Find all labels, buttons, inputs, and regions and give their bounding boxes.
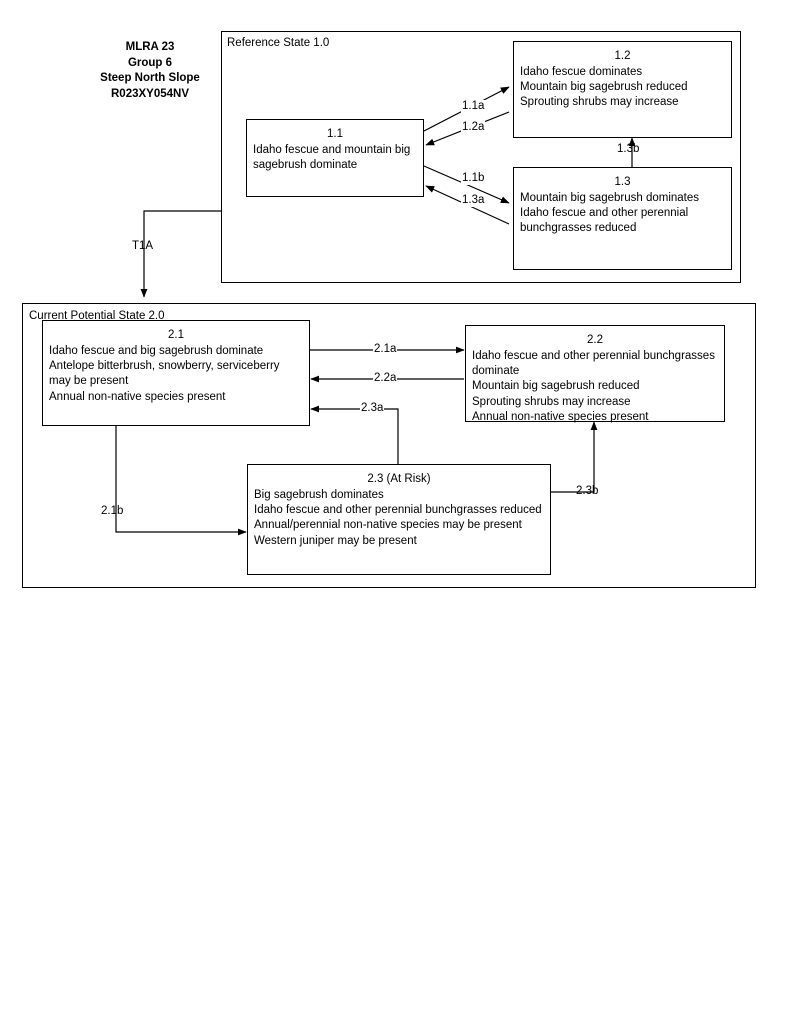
- title-line-2: Group 6: [127, 56, 173, 69]
- transition-label-t1a: T1A: [132, 240, 154, 252]
- phase-2-1-line-4: Annual non-native species present: [49, 390, 226, 403]
- title-line-1: MLRA 23: [125, 41, 175, 53]
- transition-label-2-1b: 2.1b: [101, 505, 124, 517]
- transition-label-1-1b: 1.1b: [461, 172, 486, 185]
- state-container-current-potential: [22, 303, 756, 588]
- phase-1-1-line-2: sagebrush dominate: [253, 159, 358, 172]
- phase-2-3-line-4: Western juniper may be present: [254, 534, 417, 547]
- transition-label-1-1a: 1.1a: [461, 100, 486, 113]
- transition-label-2-2a: 2.2a: [373, 372, 398, 385]
- transition-label-1-2a: 1.2a: [461, 121, 486, 134]
- phase-2-2-line-2: dominate: [472, 365, 520, 378]
- diagram-title-block: MLRA 23 Group 6 Steep North Slope R023XY…: [40, 40, 260, 102]
- phase-1-3-box[interactable]: 1.3 Mountain big sagebrush dominates Ida…: [513, 167, 732, 270]
- phase-1-2-id: 1.2: [614, 50, 631, 62]
- phase-2-2-line-1: Idaho fescue and other perennial bunchgr…: [472, 350, 715, 362]
- title-line-4: R023XY054NV: [111, 87, 189, 100]
- phase-2-1-box[interactable]: 2.1 Idaho fescue and big sagebrush domin…: [42, 320, 310, 426]
- phase-2-2-line-5: Annual non-native species present: [472, 410, 649, 423]
- phase-2-2-line-3: Mountain big sagebrush reduced: [472, 380, 640, 393]
- phase-1-2-line-1: Idaho fescue dominates: [520, 66, 643, 78]
- state-label-reference: Reference State 1.0: [227, 37, 330, 49]
- phase-1-1-id: 1.1: [327, 128, 343, 140]
- arrow-t1a: [140, 210, 222, 298]
- phase-1-3-line-1: Mountain big sagebrush dominates: [520, 192, 700, 204]
- phase-1-2-box[interactable]: 1.2 Idaho fescue dominates Mountain big …: [513, 41, 732, 138]
- transition-label-2-3b: 2.3b: [576, 485, 599, 497]
- phase-2-3-line-3: Annual/perennial non-native species may …: [254, 519, 522, 532]
- state-label-current-potential: Current Potential State 2.0: [29, 310, 165, 322]
- phase-2-1-line-1: Idaho fescue and big sagebrush dominate: [49, 345, 264, 357]
- phase-2-3-line-1: Big sagebrush dominates: [254, 489, 384, 501]
- phase-2-2-id: 2.2: [587, 334, 603, 346]
- phase-1-3-line-2: Idaho fescue and other perennial: [520, 207, 689, 220]
- phase-2-2-line-4: Sprouting shrubs may increase: [472, 395, 631, 408]
- transition-label-2-3a: 2.3a: [360, 402, 385, 415]
- phase-1-1-box[interactable]: 1.1 Idaho fescue and mountain big sagebr…: [246, 119, 424, 197]
- phase-2-3-line-2: Idaho fescue and other perennial bunchgr…: [254, 504, 542, 517]
- phase-2-1-line-2: Antelope bitterbrush, snowberry, service…: [49, 360, 280, 373]
- phase-1-3-line-3: bunchgrasses reduced: [520, 222, 637, 235]
- title-line-3: Steep North Slope: [100, 72, 200, 84]
- phase-2-1-line-3: may be present: [49, 375, 129, 388]
- phase-2-3-box[interactable]: 2.3 (At Risk) Big sagebrush dominates Id…: [247, 464, 551, 575]
- transition-label-2-1a: 2.1a: [373, 343, 398, 356]
- transition-label-1-3b: 1.3b: [617, 143, 640, 155]
- phase-1-1-line-1: Idaho fescue and mountain big: [253, 144, 411, 156]
- phase-1-2-line-2: Mountain big sagebrush reduced: [520, 81, 688, 94]
- state-container-reference: [221, 31, 741, 283]
- transition-label-1-3a: 1.3a: [461, 194, 486, 207]
- phase-2-3-id: 2.3 (At Risk): [367, 473, 431, 485]
- phase-2-2-box[interactable]: 2.2 Idaho fescue and other perennial bun…: [465, 325, 725, 423]
- phase-2-1-id: 2.1: [168, 329, 184, 341]
- phase-1-3-id: 1.3: [614, 176, 631, 188]
- phase-1-2-line-3: Sprouting shrubs may increase: [520, 96, 679, 109]
